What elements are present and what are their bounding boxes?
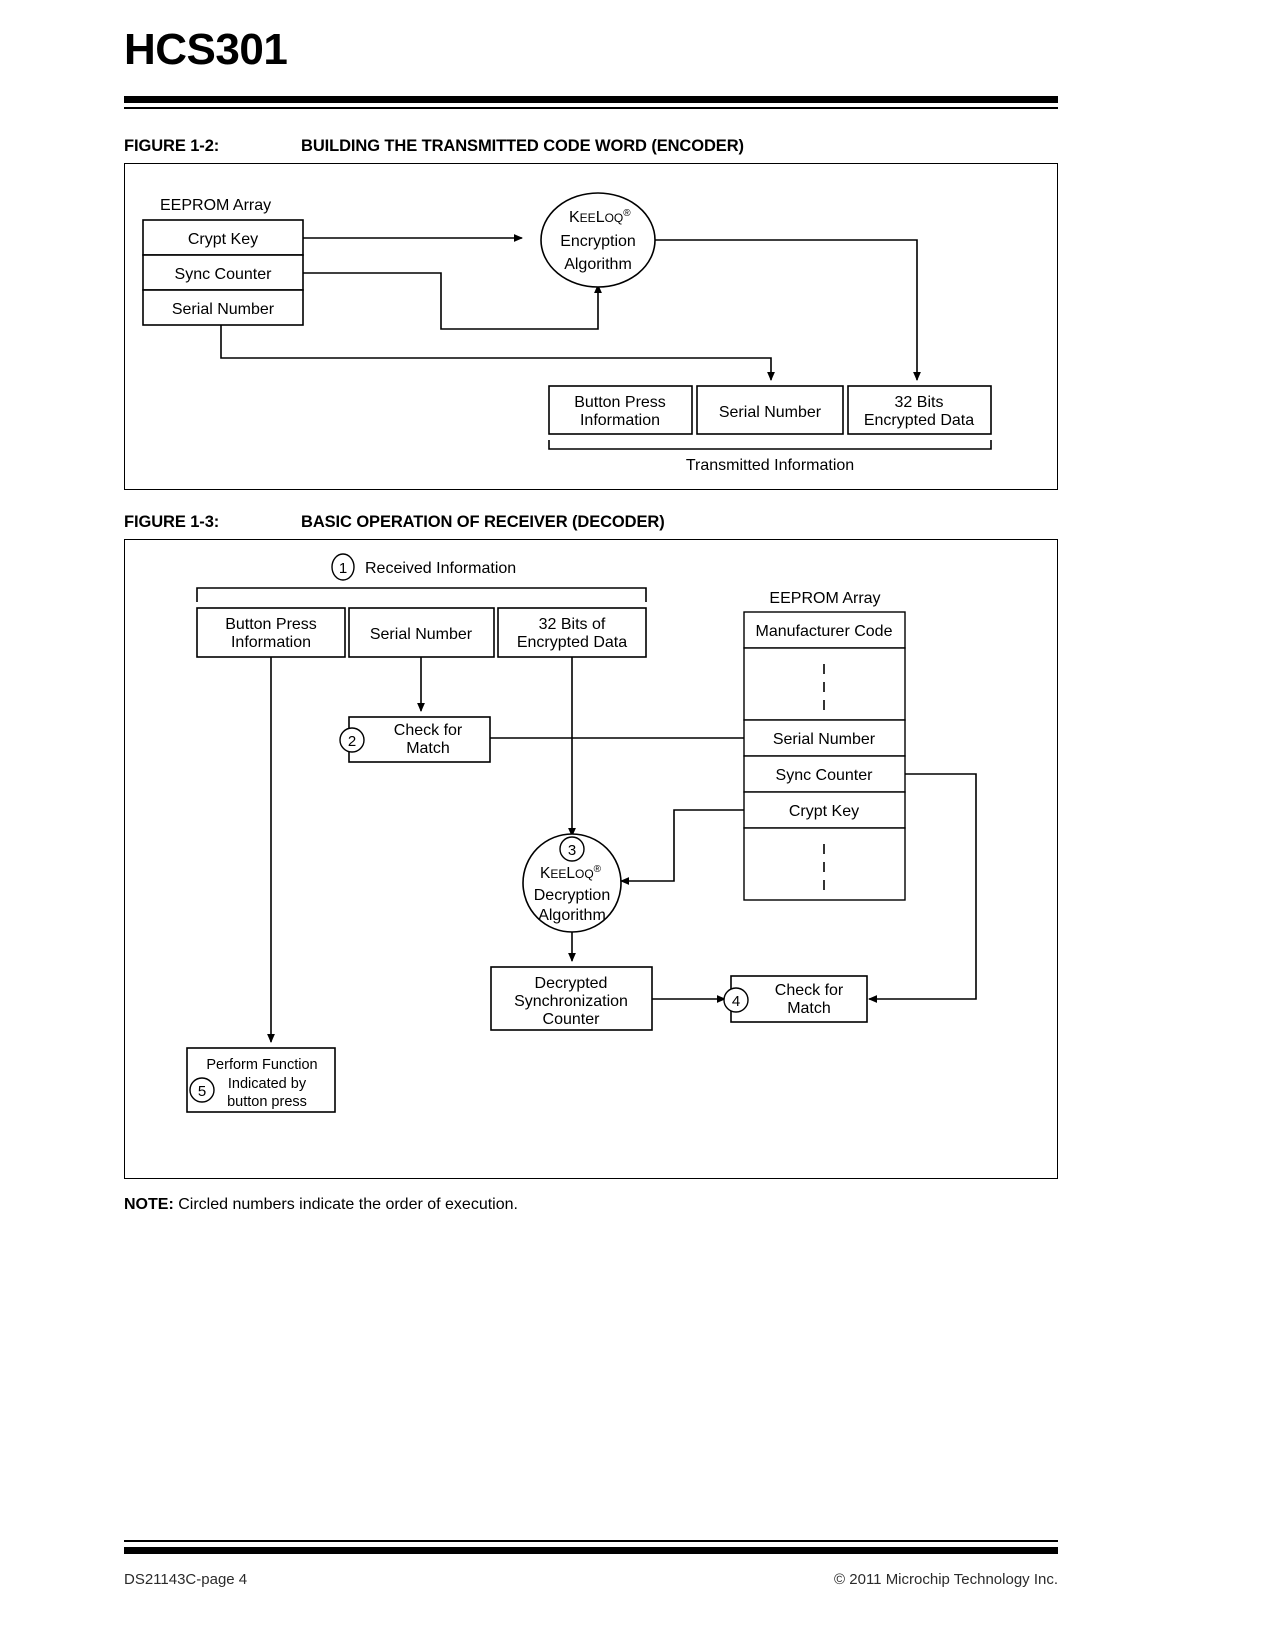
fig12-tx-box-2-line1: 32 Bits — [895, 394, 944, 411]
fig13-rx-box-2-line1: 32 Bits of — [539, 616, 606, 633]
fig12-eeprom-row-2: Serial Number — [172, 301, 275, 318]
figure-1-3-title: BASIC OPERATION OF RECEIVER (DECODER) — [301, 513, 665, 531]
header-rule-thin — [124, 107, 1058, 109]
footer-rule-thick — [124, 1547, 1058, 1554]
fig13-rx-box-1-line1: Serial Number — [370, 626, 473, 643]
fig13-eeprom-row-2: Serial Number — [773, 731, 876, 748]
fig13-decryption-line2: Decryption — [534, 887, 610, 904]
note: NOTE: Circled numbers indicate the order… — [124, 1196, 518, 1214]
page-title: HCS301 — [124, 25, 288, 74]
fig13-step-1-number: 1 — [339, 560, 347, 577]
fig13-received-label: Received Information — [365, 560, 516, 577]
fig13-check-match-4-line2: Match — [787, 1000, 831, 1017]
fig13-eeprom-row-4: Crypt Key — [789, 803, 859, 820]
fig12-tx-box-0-line1: Button Press — [574, 394, 666, 411]
fig12-tx-box-2-line2: Encrypted Data — [864, 412, 974, 429]
figure-1-2-title: BUILDING THE TRANSMITTED CODE WORD (ENCO… — [301, 137, 744, 155]
fig13-check-match-2-line2: Match — [406, 740, 450, 757]
figure-1-2-number: FIGURE 1-2: — [124, 137, 220, 155]
figure-1-3-diagram: 1 Received Information Button Press Info… — [124, 539, 1058, 1179]
fig13-eeprom-row-0: Manufacturer Code — [756, 623, 893, 640]
fig12-bracket-label: Transmitted Information — [686, 457, 854, 474]
fig13-step-2-number: 2 — [348, 733, 356, 750]
figure-1-3-caption: FIGURE 1-3: BASIC OPERATION OF RECEIVER (… — [124, 513, 665, 532]
footer-document-id: DS21143C-page 4 — [124, 1571, 248, 1588]
footer-copyright: © 2011 Microchip Technology Inc. — [834, 1571, 1058, 1588]
fig13-perform-function-line2: Indicated by — [228, 1076, 307, 1092]
fig13-rx-box-2-line2: Encrypted Data — [517, 634, 627, 651]
note-label: NOTE: — [124, 1196, 174, 1213]
fig13-decryption-brand: KEELOQ® — [540, 864, 602, 882]
fig13-decrypted-counter-line1: Decrypted — [535, 975, 608, 992]
fig13-rx-box-0-line2: Information — [231, 634, 311, 651]
fig12-eeprom-row-0: Crypt Key — [188, 231, 258, 248]
fig13-check-match-2-line1: Check for — [394, 722, 463, 739]
fig13-eeprom-row-3: Sync Counter — [776, 767, 874, 784]
fig13-check-match-4-line1: Check for — [775, 982, 844, 999]
fig13-step-5-number: 5 — [198, 1083, 206, 1100]
fig13-step-3-number: 3 — [568, 842, 576, 859]
fig13-decryption-line3: Algorithm — [538, 907, 606, 924]
fig12-eeprom-row-1: Sync Counter — [175, 266, 273, 283]
figure-1-2-caption: FIGURE 1-2: BUILDING THE TRANSMITTED CODE… — [124, 137, 744, 156]
figure-1-3-number: FIGURE 1-3: — [124, 513, 220, 531]
fig13-perform-function-line1: Perform Function — [206, 1057, 317, 1073]
fig12-algorithm-line2: Encryption — [560, 233, 636, 250]
fig13-rx-box-0-line1: Button Press — [225, 616, 317, 633]
fig13-decrypted-counter-line3: Counter — [543, 1011, 601, 1028]
fig12-tx-box-1-line1: Serial Number — [719, 404, 822, 421]
note-text: Circled numbers indicate the order of ex… — [173, 1196, 518, 1213]
fig12-algorithm-brand: KEELOQ® — [569, 208, 631, 226]
fig13-decrypted-counter-line2: Synchronization — [514, 993, 628, 1010]
figure-1-2-diagram: EEPROM Array Crypt Key Sync Counter Seri… — [124, 163, 1058, 490]
fig12-algorithm-line3: Algorithm — [564, 256, 632, 273]
fig13-eeprom-label: EEPROM Array — [769, 590, 880, 607]
fig13-step-4-number: 4 — [732, 993, 740, 1010]
fig12-tx-box-0-line2: Information — [580, 412, 660, 429]
footer-rule-thin — [124, 1540, 1058, 1542]
fig13-perform-function-line3: button press — [227, 1094, 307, 1110]
fig12-eeprom-label: EEPROM Array — [160, 197, 271, 214]
header-rule-thick — [124, 96, 1058, 103]
